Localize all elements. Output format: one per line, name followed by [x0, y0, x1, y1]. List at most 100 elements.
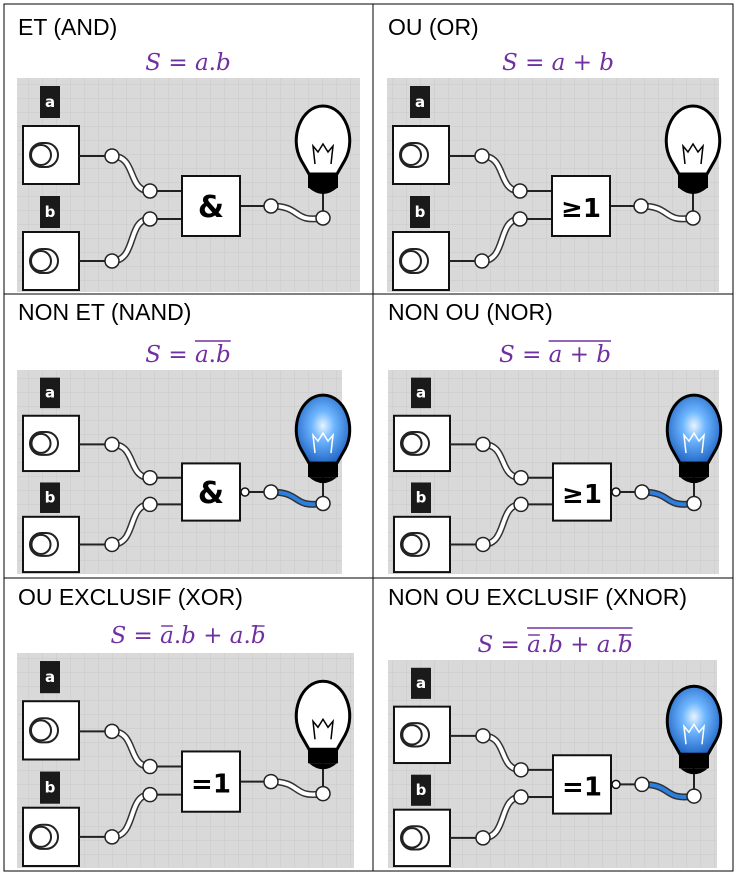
svg-text:a: a: [416, 384, 426, 402]
svg-text:b: b: [45, 203, 56, 221]
connection-node[interactable]: [633, 198, 649, 214]
connection-node[interactable]: [475, 536, 491, 553]
connection-node[interactable]: [475, 436, 491, 453]
formula-term: a: [230, 623, 244, 649]
connection-node[interactable]: [513, 762, 529, 778]
connection-node[interactable]: [104, 723, 120, 740]
gate-cell-and: ET (AND)S = a.bab&: [17, 14, 360, 292]
gate-formula: S = a.b: [145, 50, 230, 76]
connection-node[interactable]: [513, 469, 529, 486]
bulb-on-icon: [294, 393, 352, 484]
formula-equals: =: [525, 50, 544, 76]
input-label-a: a: [410, 86, 430, 118]
connection-node[interactable]: [142, 183, 158, 199]
formula-term: +: [570, 342, 589, 368]
connection-node[interactable]: [104, 253, 120, 269]
connection-node[interactable]: [474, 253, 490, 269]
connection-node[interactable]: [513, 496, 529, 513]
bulb-on-icon: [665, 393, 723, 484]
formula-output-symbol: S: [145, 50, 161, 76]
inversion-bubble: [240, 487, 250, 497]
gate-title: NON OU EXCLUSIF (XNOR): [388, 584, 687, 610]
input-label-b: b: [40, 196, 60, 228]
input-label-a: a: [40, 377, 60, 409]
svg-text:S = a.b: S = a.b: [145, 342, 230, 368]
connection-node[interactable]: [315, 210, 331, 226]
gate-symbol: &: [198, 476, 224, 511]
connection-node[interactable]: [104, 436, 120, 453]
input-switch-a[interactable]: [22, 125, 80, 185]
connection-node[interactable]: [315, 495, 331, 512]
formula-term: .: [541, 632, 548, 658]
connection-node[interactable]: [315, 785, 331, 802]
connection-node[interactable]: [263, 484, 279, 500]
inversion-bubble: [611, 779, 621, 790]
formula-term: b: [599, 50, 614, 76]
svg-text:a: a: [45, 384, 55, 402]
formula-equals: =: [522, 342, 541, 368]
input-label-b: b: [410, 196, 430, 228]
formula-term: b: [216, 342, 231, 368]
input-switch-b[interactable]: [22, 515, 80, 574]
connection-node[interactable]: [142, 469, 158, 486]
connection-node[interactable]: [475, 830, 491, 846]
svg-text:S = a + b: S = a + b: [499, 342, 611, 368]
gate-formula: S = a + b: [499, 340, 612, 368]
input-switch-b[interactable]: [393, 808, 451, 868]
connection-node[interactable]: [474, 148, 490, 164]
connection-node[interactable]: [513, 789, 529, 805]
formula-term: b: [181, 623, 196, 649]
svg-text:a: a: [416, 674, 426, 692]
input-switch-a[interactable]: [22, 700, 80, 761]
connection-node[interactable]: [512, 211, 528, 227]
connection-node[interactable]: [142, 758, 158, 775]
gate-symbol: =1: [562, 772, 602, 802]
connection-node[interactable]: [142, 211, 158, 227]
input-label-b: b: [40, 482, 60, 513]
gate-xor: =1: [181, 750, 241, 813]
gate-nand: &: [181, 462, 250, 522]
connection-node[interactable]: [263, 773, 279, 790]
formula-equals: =: [501, 632, 520, 658]
input-switch-a[interactable]: [393, 414, 451, 473]
input-switch-b[interactable]: [393, 515, 451, 574]
input-switch-b[interactable]: [392, 231, 450, 291]
gate-nor: ≥1: [552, 462, 621, 522]
connection-node[interactable]: [104, 829, 120, 845]
connection-node[interactable]: [104, 536, 120, 553]
simulator-canvas: ab≥1: [388, 370, 723, 574]
input-label-b: b: [40, 771, 60, 804]
input-switch-a[interactable]: [393, 705, 451, 765]
input-label-b: b: [411, 774, 431, 806]
formula-term: a: [527, 632, 541, 658]
gate-formula: S = a.b + a.b: [110, 623, 265, 649]
gate-title: ET (AND): [18, 14, 117, 40]
connection-node[interactable]: [686, 495, 702, 512]
bulb-off-icon: [294, 679, 352, 770]
input-switch-a[interactable]: [392, 125, 450, 185]
connection-node[interactable]: [142, 496, 158, 513]
simulator-canvas: a b &: [17, 370, 352, 574]
svg-text:S = a.b + a.b: S = a.b + a.b: [477, 632, 632, 658]
gate-title: NON OU (NOR): [388, 299, 553, 325]
connection-node[interactable]: [686, 788, 702, 804]
formula-term: b: [618, 632, 633, 658]
connection-node[interactable]: [263, 198, 279, 214]
svg-text:S = a.b + a.b: S = a.b + a.b: [110, 623, 265, 649]
formula-output-symbol: S: [499, 342, 515, 368]
input-switch-a[interactable]: [22, 414, 80, 473]
input-switch-b[interactable]: [22, 231, 80, 291]
formula-term: b: [596, 342, 611, 368]
formula-equals: =: [168, 50, 187, 76]
connection-node[interactable]: [685, 210, 701, 226]
connection-node[interactable]: [634, 776, 650, 793]
input-switch-b[interactable]: [22, 806, 80, 867]
connection-node[interactable]: [104, 148, 120, 164]
formula-term: a: [552, 50, 566, 76]
connection-node[interactable]: [142, 786, 158, 803]
formula-term: .: [174, 623, 181, 649]
connection-node[interactable]: [634, 484, 650, 500]
connection-node[interactable]: [512, 183, 528, 199]
connection-node[interactable]: [475, 728, 491, 744]
